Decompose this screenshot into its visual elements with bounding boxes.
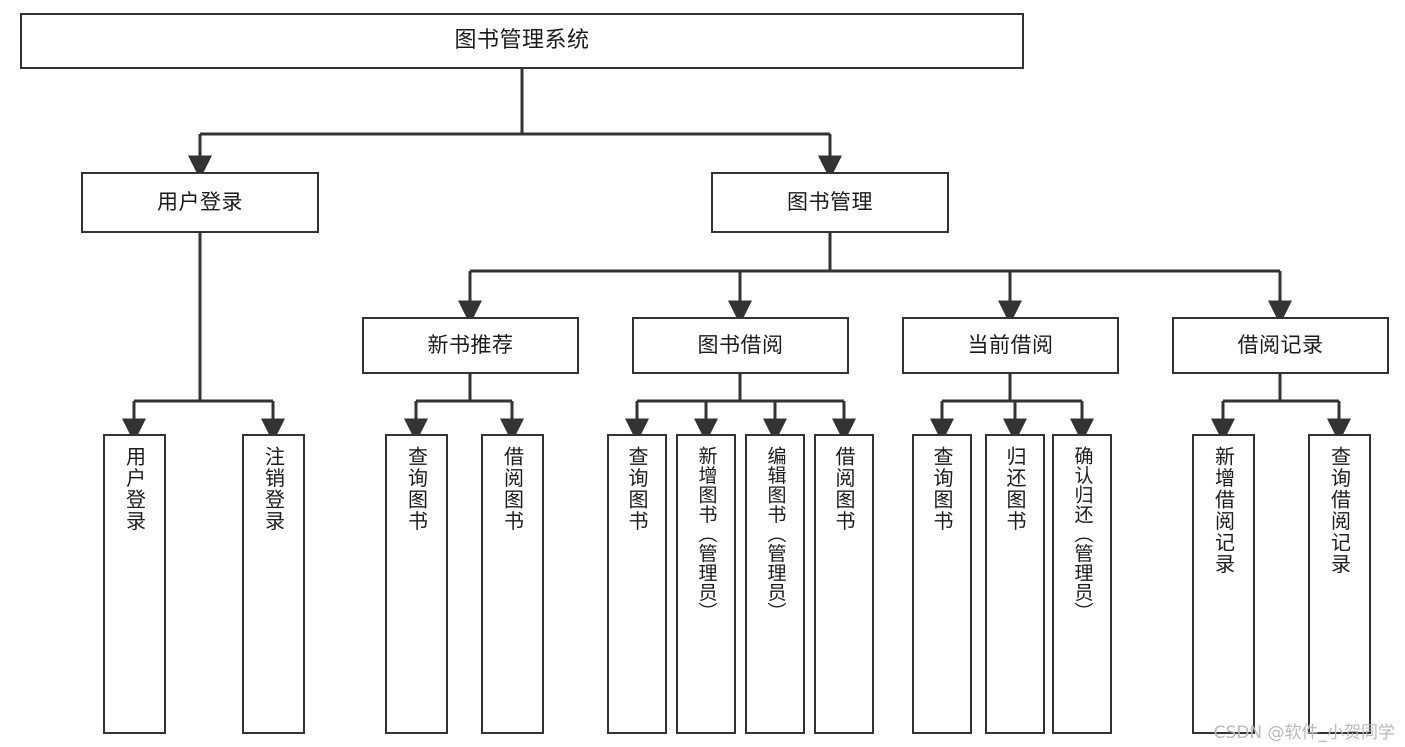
leaf-confirm-return-admin-label: 确认归还（管理员） bbox=[1071, 446, 1094, 622]
node-book-borrow[interactable]: 图书借阅 bbox=[632, 317, 849, 374]
leaf-user-login[interactable]: 用户登录 bbox=[103, 434, 166, 734]
node-current-borrow[interactable]: 当前借阅 bbox=[902, 317, 1119, 374]
leaf-query-book-rec-label: 查询图书 bbox=[404, 446, 429, 532]
node-new-book-recommend[interactable]: 新书推荐 bbox=[362, 317, 579, 374]
leaf-borrow-book-rec[interactable]: 借阅图书 bbox=[481, 434, 544, 734]
leaf-add-borrow-record[interactable]: 新增借阅记录 bbox=[1192, 434, 1255, 734]
node-borrow-record-label: 借阅记录 bbox=[1237, 332, 1324, 357]
node-user-login[interactable]: 用户登录 bbox=[81, 172, 319, 233]
leaf-add-borrow-record-label: 新增借阅记录 bbox=[1211, 446, 1236, 575]
node-root[interactable]: 图书管理系统 bbox=[20, 13, 1024, 69]
node-borrow-record[interactable]: 借阅记录 bbox=[1172, 317, 1389, 374]
node-root-label: 图书管理系统 bbox=[454, 27, 590, 53]
leaf-add-book-admin[interactable]: 新增图书（管理员） bbox=[676, 434, 736, 734]
leaf-borrow-book-rec-label: 借阅图书 bbox=[500, 446, 525, 532]
node-book-manage-label: 图书管理 bbox=[787, 189, 873, 214]
node-current-borrow-label: 当前借阅 bbox=[967, 332, 1054, 357]
node-book-borrow-label: 图书借阅 bbox=[697, 332, 784, 357]
leaf-query-book-borrow-label: 查询图书 bbox=[625, 446, 649, 532]
leaf-user-login-label: 用户登录 bbox=[122, 446, 147, 532]
leaf-query-book-rec[interactable]: 查询图书 bbox=[385, 434, 448, 734]
leaf-add-book-admin-label: 新增图书（管理员） bbox=[695, 446, 718, 622]
leaf-query-borrow-record[interactable]: 查询借阅记录 bbox=[1308, 434, 1371, 734]
csdn-watermark: CSDN @软件_小贺同学 bbox=[1213, 723, 1395, 743]
leaf-query-book-borrow[interactable]: 查询图书 bbox=[607, 434, 667, 734]
node-new-book-recommend-label: 新书推荐 bbox=[427, 332, 514, 357]
leaf-borrow-book[interactable]: 借阅图书 bbox=[814, 434, 874, 734]
leaf-query-borrow-record-label: 查询借阅记录 bbox=[1327, 446, 1352, 575]
leaf-edit-book-admin-label: 编辑图书（管理员） bbox=[764, 446, 787, 622]
leaf-query-book-cur[interactable]: 查询图书 bbox=[912, 434, 972, 734]
leaf-return-book-label: 归还图书 bbox=[1003, 446, 1027, 532]
leaf-return-book[interactable]: 归还图书 bbox=[985, 434, 1045, 734]
leaf-confirm-return-admin[interactable]: 确认归还（管理员） bbox=[1052, 434, 1112, 734]
leaf-query-book-cur-label: 查询图书 bbox=[930, 446, 954, 532]
node-user-login-label: 用户登录 bbox=[157, 189, 243, 214]
leaf-edit-book-admin[interactable]: 编辑图书（管理员） bbox=[745, 434, 805, 734]
leaf-borrow-book-label: 借阅图书 bbox=[832, 446, 856, 532]
node-book-manage[interactable]: 图书管理 bbox=[711, 172, 949, 233]
leaf-user-logout-label: 注销登录 bbox=[261, 446, 286, 532]
leaf-user-logout[interactable]: 注销登录 bbox=[242, 434, 305, 734]
